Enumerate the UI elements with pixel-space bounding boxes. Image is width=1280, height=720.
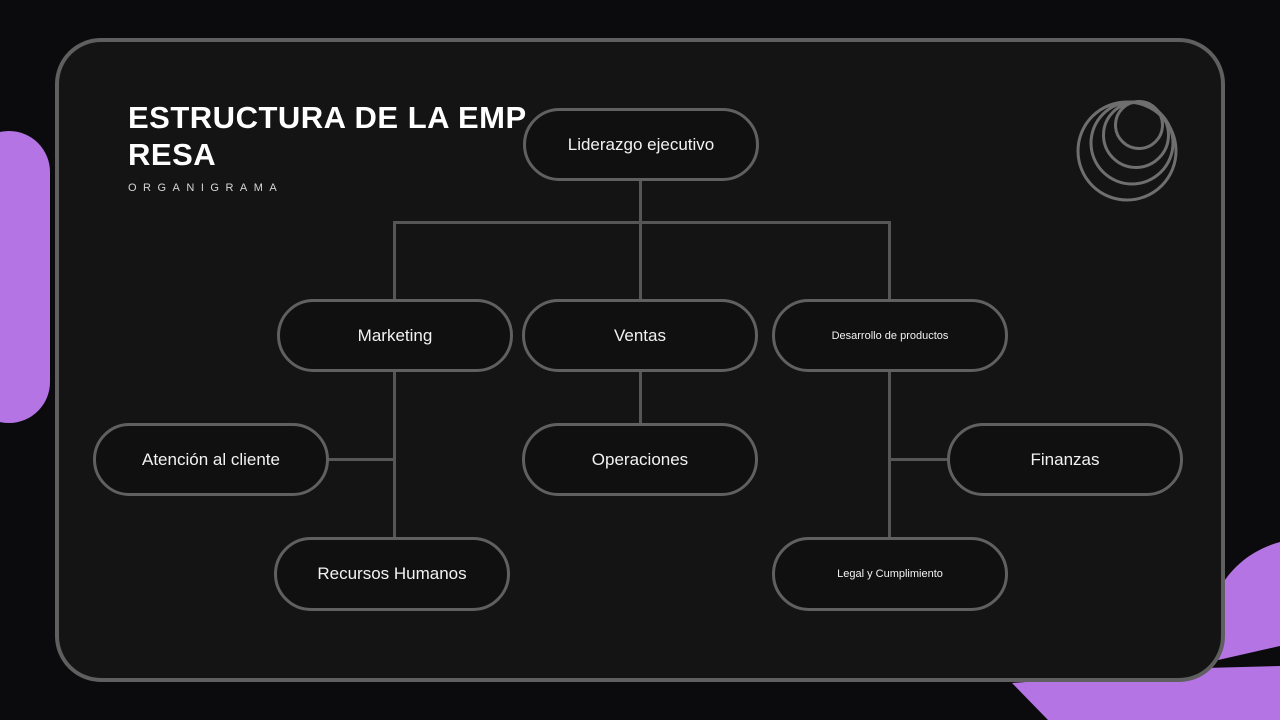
org-node-label: Ventas (614, 325, 666, 345)
org-node-label: Liderazgo ejecutivo (567, 134, 715, 154)
org-node-finanzas: Finanzas (947, 423, 1183, 496)
title-block: ESTRUCTURA DE LA EMP RESA ORGANIGRAMA (128, 99, 527, 194)
org-node-liderazgo-ejecutivo: Liderazgo ejecutivo (523, 108, 759, 181)
connector-atencion-branch (328, 458, 396, 461)
org-node-ventas: Ventas (522, 299, 758, 372)
connector-finanzas-branch (889, 458, 949, 461)
org-node-marketing: Marketing (277, 299, 513, 372)
page-title: ESTRUCTURA DE LA EMP RESA (128, 99, 527, 173)
org-node-label: Marketing (357, 325, 433, 345)
connector-desarrollo-legal (888, 372, 891, 537)
org-node-desarrollo-de-productos: Desarrollo de productos (772, 299, 1008, 372)
org-node-operaciones: Operaciones (522, 423, 758, 496)
org-node-recursos-humanos: Recursos Humanos (274, 537, 510, 611)
connector-ventas-operaciones (639, 372, 642, 423)
org-node-label: Recursos Humanos (317, 564, 467, 583)
org-node-label: Atención al cliente (142, 449, 280, 469)
connector-drop-ventas (639, 221, 642, 299)
org-node-label: Finanzas (1030, 449, 1100, 469)
connector-drop-marketing (393, 221, 396, 299)
org-node-label: Legal y Cumplimiento (837, 568, 943, 580)
org-node-label: Desarrollo de productos (831, 329, 949, 342)
page-title-line1: ESTRUCTURA DE LA EMP (128, 100, 527, 135)
connector-drop-desarrollo (888, 221, 891, 299)
org-node-legal-y-cumplimiento: Legal y Cumplimiento (772, 537, 1008, 611)
page-title-line2: RESA (128, 137, 217, 172)
connector-level2-bar (393, 221, 891, 224)
connector-marketing-recursos (393, 372, 396, 537)
page-subtitle: ORGANIGRAMA (128, 182, 284, 194)
concentric-circles-icon (1076, 100, 1178, 202)
connector-root-stem (639, 181, 642, 223)
org-node-atencion-al-cliente: Atención al cliente (93, 423, 329, 496)
purple-blob-left (0, 131, 50, 423)
org-node-label: Operaciones (591, 449, 689, 469)
